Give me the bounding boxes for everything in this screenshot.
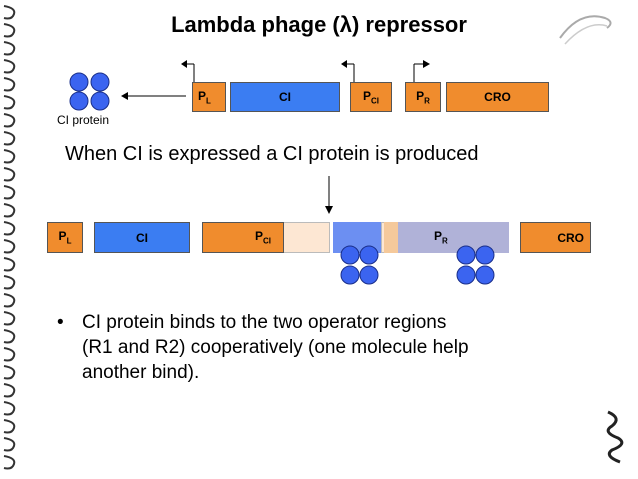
- row2-pci-label: PCI: [254, 229, 271, 246]
- bullet-line-1: CI protein binds to the two operator reg…: [82, 312, 447, 333]
- protein-arrow-icon: [121, 92, 186, 100]
- down-arrow-icon: [325, 176, 333, 214]
- row1-pci-box: PCI: [350, 82, 392, 112]
- row2-pci-box: PCI: [202, 222, 284, 253]
- pl-promoter-arrow-icon: [181, 60, 195, 82]
- bullet-marker: •: [57, 312, 64, 333]
- ci-protein-cluster-icon: [69, 72, 110, 111]
- row2-ci-box: CI: [94, 222, 190, 253]
- row1-pl-label: PL: [198, 88, 211, 106]
- row2-pr-label: PR: [434, 229, 448, 246]
- pci-promoter-arrow-icon: [341, 60, 355, 82]
- ci-protein-label: CI protein: [57, 113, 110, 127]
- row1-ci-box: CI: [230, 82, 340, 112]
- row2-cro-box: CRO: [520, 222, 591, 253]
- bullet-line-3: another bind).: [82, 362, 200, 383]
- bound-ci-protein-r2-icon: [456, 245, 495, 285]
- bullet-line-2: (R1 and R2) cooperatively (one molecule …: [82, 337, 469, 358]
- row1-cro-label: CRO: [484, 90, 511, 104]
- row2-pl-box: PL: [47, 222, 83, 253]
- row1-ci-label: CI: [279, 90, 291, 104]
- row2-ci-label: CI: [136, 230, 148, 245]
- row1-pr-box: PR: [405, 82, 441, 112]
- expression-caption: When CI is expressed a CI protein is pro…: [65, 143, 479, 165]
- row1-cro-box: CRO: [446, 82, 549, 112]
- pr-promoter-arrow-icon: [413, 60, 430, 82]
- spiral-binding-decoration: [3, 5, 16, 470]
- row1-pl-box: PL: [192, 82, 226, 112]
- row1-pr-label: PR: [416, 88, 430, 106]
- bound-ci-protein-r1-icon: [340, 245, 379, 285]
- row1-pci-label: PCI: [362, 88, 379, 106]
- row2-pr-orange-strip: [384, 222, 398, 253]
- row2-pl-label: PL: [58, 229, 72, 246]
- swirl-decoration-top-right: [559, 15, 612, 45]
- swirl-decoration-bottom-right: [606, 410, 624, 464]
- bullet-paragraph: CI protein binds to the two operator reg…: [82, 310, 602, 385]
- row2-cro-label: CRO: [557, 230, 584, 245]
- slide-title: Lambda phage (λ) repressor: [171, 12, 467, 37]
